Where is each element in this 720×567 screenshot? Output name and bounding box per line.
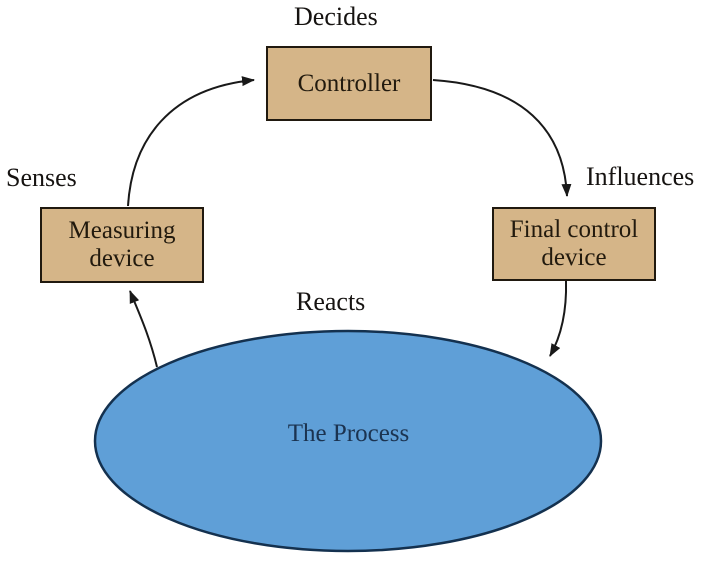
arrow-process-to-measuring <box>129 290 158 368</box>
measuring-device-node-label: Measuring device <box>68 217 176 272</box>
process-node-label: The Process <box>287 420 410 447</box>
final-control-device-box <box>492 207 656 281</box>
reacts-label: Reacts <box>296 287 366 316</box>
arrow-final-to-process <box>549 280 568 357</box>
controller-box <box>266 46 432 121</box>
arrow-measuring-to-controller <box>127 76 255 207</box>
decides-label: Decides <box>294 2 378 31</box>
arrow-controller-to-final <box>432 79 572 197</box>
measuring-device-box <box>40 207 204 283</box>
influences-label: Influences <box>586 162 695 191</box>
senses-label: Senses <box>6 163 77 192</box>
final-control-device-node-label: Final control device <box>509 216 639 271</box>
controller-node-label: Controller <box>297 69 401 97</box>
process-ellipse <box>93 329 603 553</box>
